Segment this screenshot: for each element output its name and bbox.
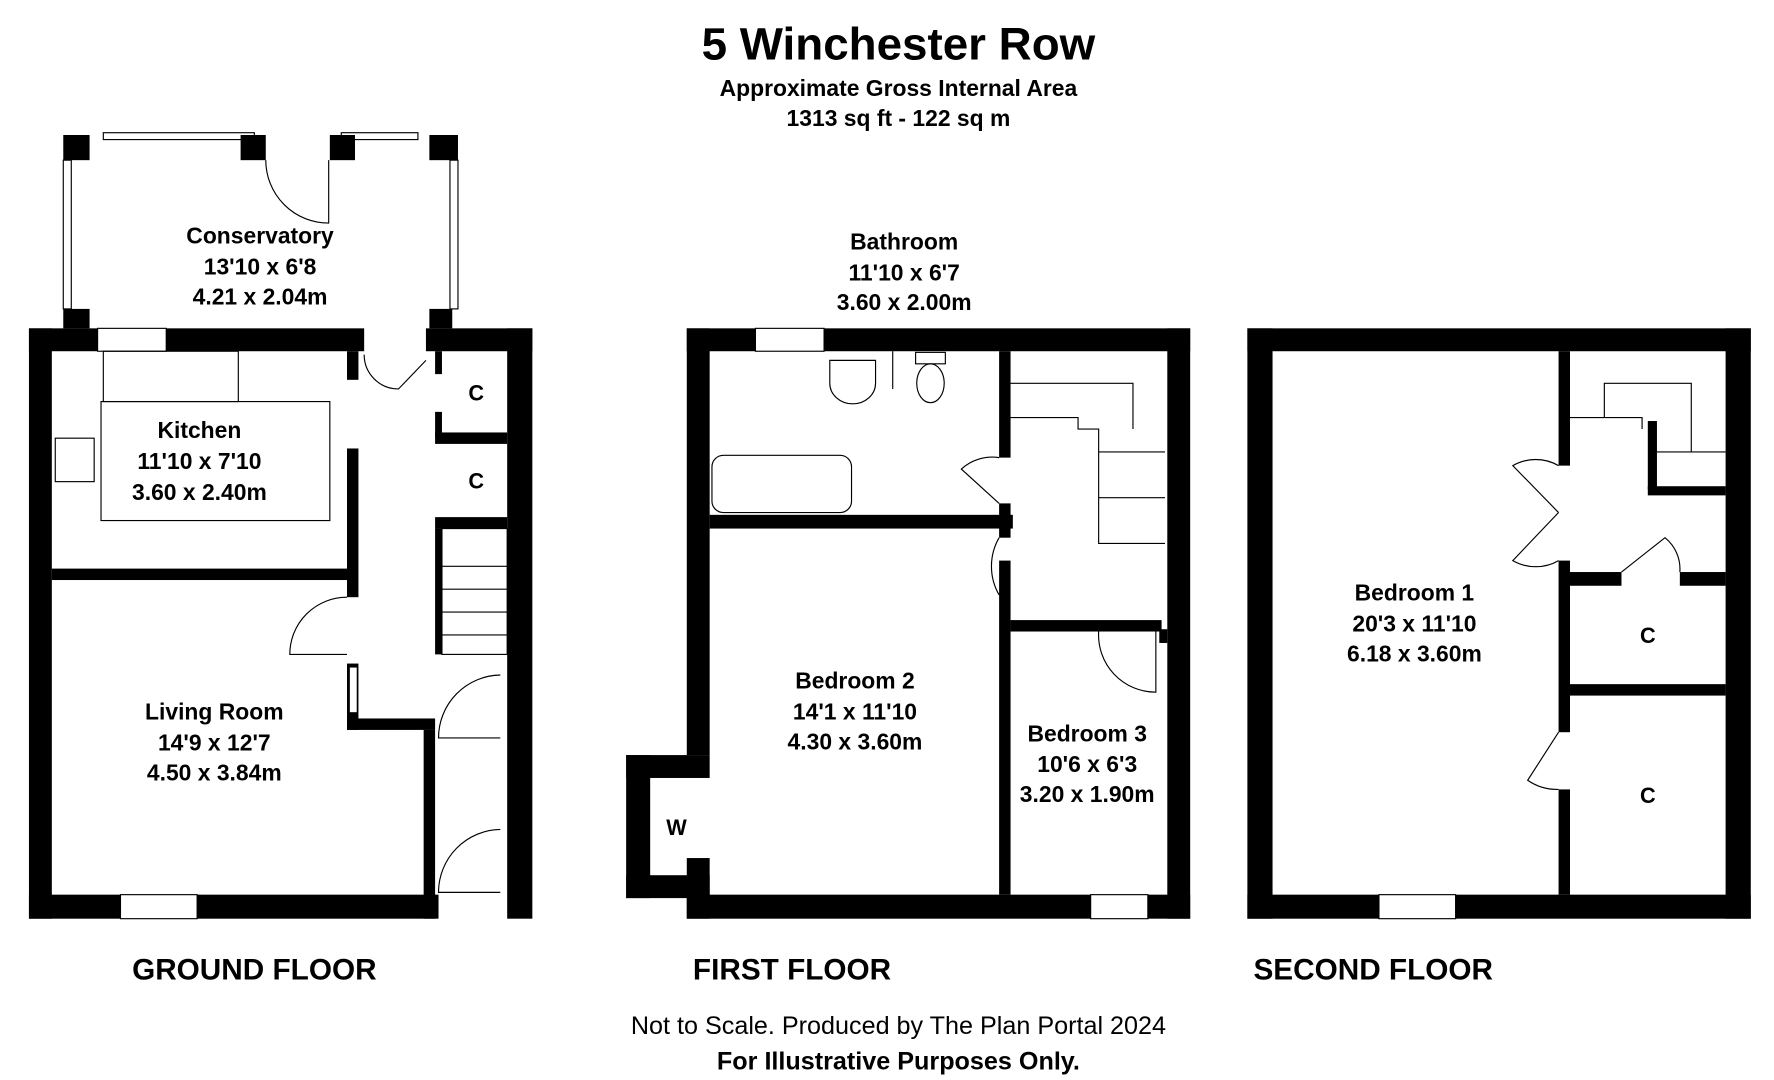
- room-size-metric: 3.20 x 1.90m: [1020, 781, 1155, 807]
- first-floor-plan: Bathroom 11'10 x 6'7 3.60 x 2.00m Bedroo…: [626, 228, 1191, 986]
- room-size-metric: 4.50 x 3.84m: [147, 759, 282, 785]
- room-name: Bathroom: [850, 228, 958, 254]
- room-size-metric: 4.21 x 2.04m: [193, 283, 328, 309]
- floor-label: GROUND FLOOR: [132, 953, 376, 986]
- area-subtitle: Approximate Gross Internal Area: [720, 75, 1078, 101]
- room-size-imperial: 13'10 x 6'8: [204, 254, 317, 280]
- floor-label: SECOND FLOOR: [1253, 953, 1493, 986]
- room-size-imperial: 20'3 x 11'10: [1352, 611, 1476, 637]
- room-name: Bedroom 1: [1355, 580, 1475, 606]
- cupboard-label: C: [1640, 623, 1656, 648]
- illustrative-note: For Illustrative Purposes Only.: [717, 1048, 1080, 1076]
- room-name: Conservatory: [186, 223, 334, 249]
- area-value: 1313 sq ft - 122 sq m: [787, 105, 1011, 131]
- room-name: Bedroom 2: [795, 668, 914, 694]
- cupboard-label: C: [468, 469, 484, 494]
- room-name: Bedroom 3: [1027, 720, 1146, 746]
- room-size-imperial: 11'10 x 6'7: [848, 259, 959, 285]
- page-title: 5 Winchester Row: [702, 18, 1096, 69]
- room-size-imperial: 14'9 x 12'7: [158, 730, 271, 756]
- room-size-metric: 6.18 x 3.60m: [1347, 640, 1482, 666]
- room-size-imperial: 14'1 x 11'10: [793, 699, 917, 725]
- cupboard-label: C: [1640, 783, 1656, 808]
- second-floor-plan: Bedroom 1 20'3 x 11'10 6.18 x 3.60m C C …: [1247, 328, 1751, 986]
- room-name: Living Room: [145, 699, 284, 725]
- room-size-metric: 4.30 x 3.60m: [788, 728, 923, 754]
- room-size-imperial: 10'6 x 6'3: [1037, 751, 1137, 777]
- room-name: Kitchen: [157, 417, 241, 443]
- ground-floor-plan: Conservatory 13'10 x 6'8 4.21 x 2.04m Ki…: [28, 132, 533, 986]
- cupboard-label: C: [468, 380, 484, 405]
- room-size-metric: 3.60 x 2.00m: [837, 289, 972, 315]
- disclaimer: Not to Scale. Produced by The Plan Porta…: [631, 1012, 1166, 1040]
- floor-label: FIRST FLOOR: [693, 953, 891, 986]
- wardrobe-label: W: [666, 815, 687, 840]
- room-size-imperial: 11'10 x 7'10: [137, 448, 261, 474]
- room-size-metric: 3.60 x 2.40m: [132, 479, 267, 505]
